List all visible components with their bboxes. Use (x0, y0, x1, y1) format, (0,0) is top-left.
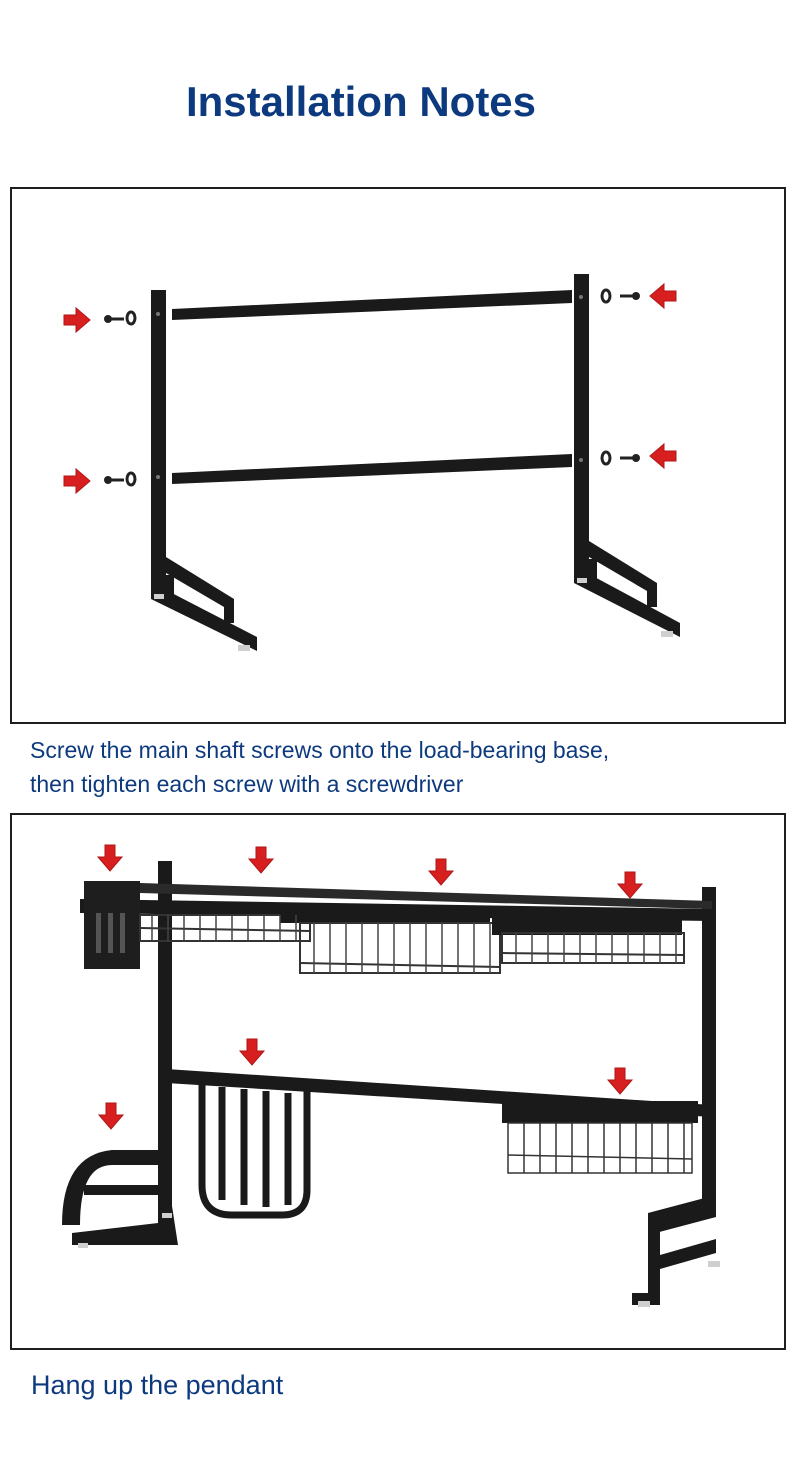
lower-crossbar (172, 454, 572, 484)
lower-basket-top (502, 1101, 698, 1123)
washer-icon (125, 471, 137, 487)
red-arrow-icon (649, 283, 677, 309)
right-foot (648, 1195, 716, 1235)
red-arrow-icon (63, 307, 91, 333)
red-arrow-icon (428, 858, 454, 886)
step1-caption-line: then tighten each screw with a screwdriv… (30, 771, 464, 797)
left-upright (158, 861, 172, 1206)
pendant-panel (10, 813, 786, 1350)
screw-icon (618, 290, 642, 302)
frame-assembly-panel (10, 187, 786, 724)
cutting-board-holder (198, 1085, 311, 1219)
frame-assembly-illustration (63, 274, 680, 651)
screw-icon (102, 313, 126, 325)
screw-icon (618, 452, 642, 464)
basket-wires (151, 915, 677, 973)
top-wire-baskets (139, 907, 685, 974)
red-arrow-icon (617, 871, 643, 899)
lower-wire-basket (507, 1122, 693, 1174)
washer-icon (600, 288, 612, 304)
right-foot (574, 574, 680, 637)
red-arrow-icon (607, 1067, 633, 1095)
right-upright (574, 274, 589, 574)
washer-icon (125, 310, 137, 326)
red-arrow-icon (239, 1038, 265, 1066)
red-arrow-icon (97, 844, 123, 872)
lid-holder (62, 1150, 164, 1225)
right-upright (702, 887, 716, 1217)
screw-icon (102, 474, 126, 486)
left-foot (72, 1206, 178, 1245)
dish-rack-illustration (62, 844, 720, 1307)
washer-icon (600, 450, 612, 466)
step2-caption: Hang up the pendant (31, 1370, 284, 1400)
step1-caption: Screw the main shaft screws onto the loa… (30, 733, 609, 801)
red-arrow-icon (63, 468, 91, 494)
red-arrow-icon (248, 846, 274, 874)
left-upright (151, 290, 166, 590)
red-arrow-icon (98, 1102, 124, 1130)
red-arrow-icon (649, 443, 677, 469)
upper-crossbar (172, 290, 572, 320)
page-title: Installation Notes (185, 78, 537, 125)
left-foot (151, 590, 257, 651)
step1-caption-line: Screw the main shaft screws onto the loa… (30, 737, 610, 763)
